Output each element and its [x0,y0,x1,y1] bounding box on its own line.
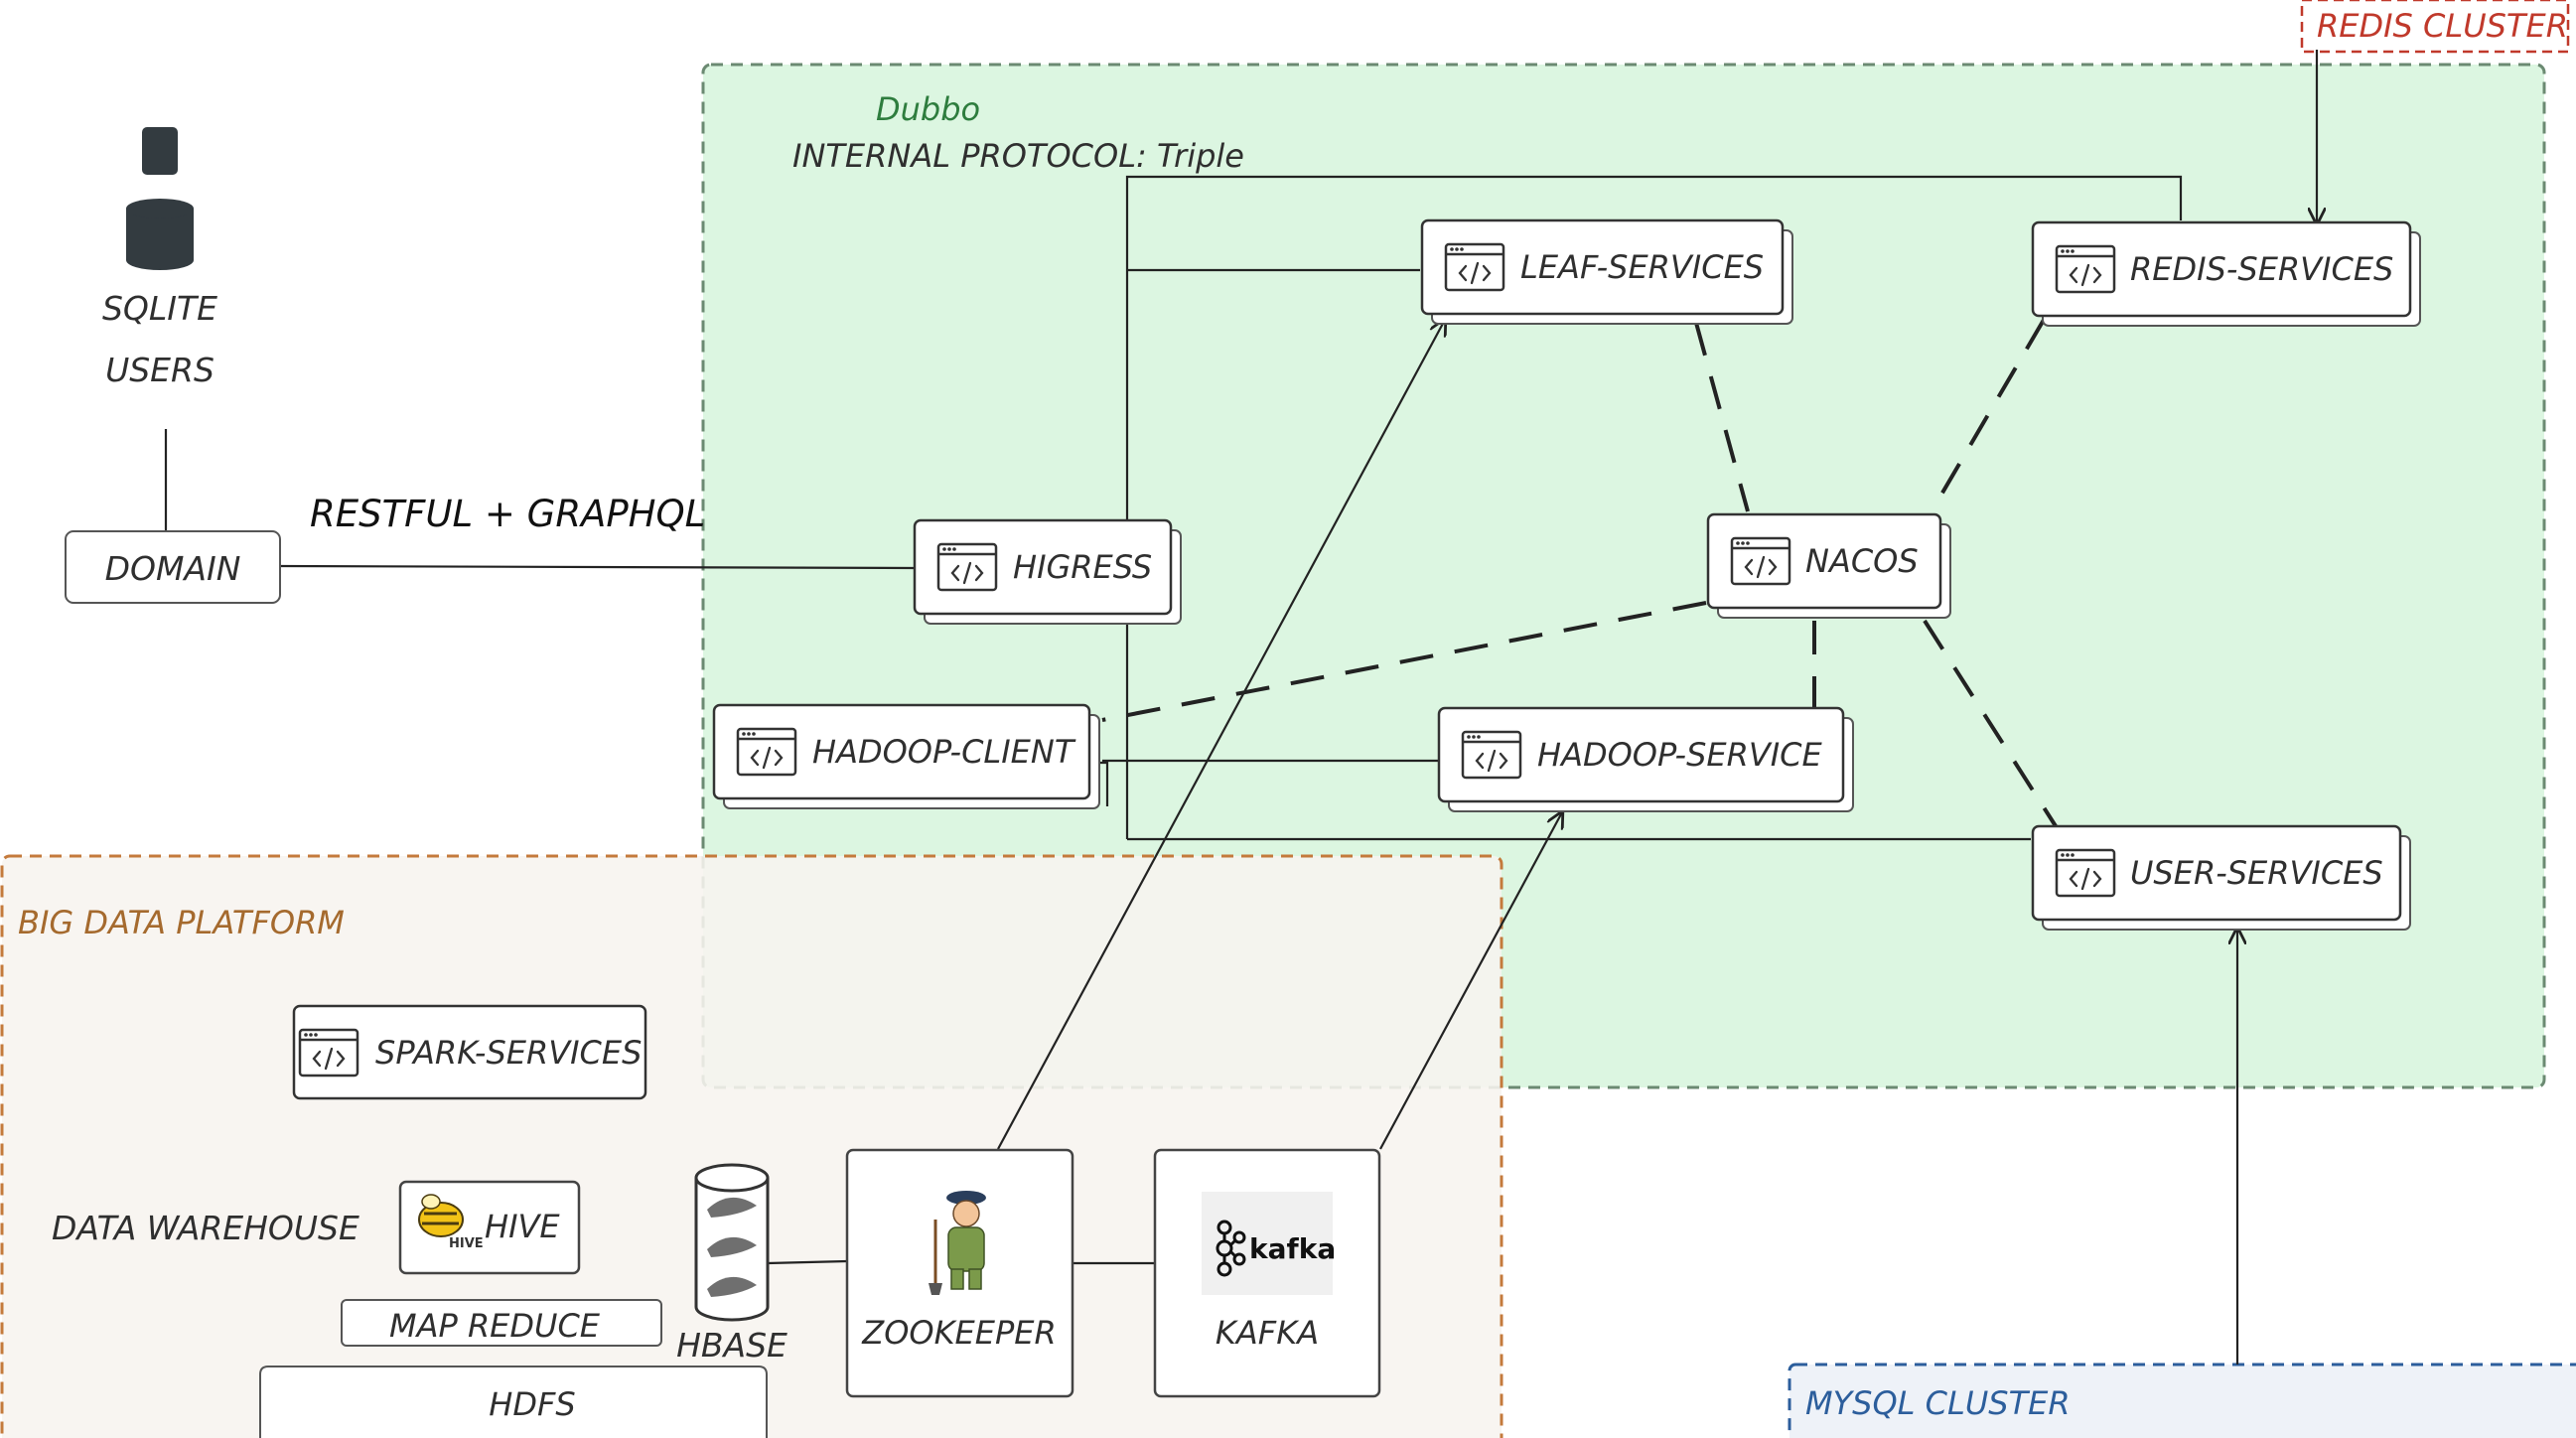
spark-services-node[interactable]: SPARK-SERVICES [292,1004,647,1100]
code-window-icon [2055,848,2116,898]
sqlite-database-icon [126,127,194,270]
zookeeper-node[interactable]: ZOOKEEPER [845,1148,1074,1398]
hdfs-node[interactable]: HDFS [259,1366,768,1438]
big-data-platform-title: BIG DATA PLATFORM [18,904,345,941]
hadoop-client-node[interactable]: HADOOP-CLIENT [712,703,1100,809]
nacos-node[interactable]: NACOS [1706,512,1951,619]
redis-cluster-region [2300,0,2570,54]
redis-cluster-title: REDIS CLUSTER [2317,7,2568,45]
dashed-connectors [1101,318,2060,831]
spark-services-label: SPARK-SERVICES [375,1034,642,1072]
solid-connectors [164,50,2317,1365]
users-label: USERS [105,351,215,389]
svg-text:kafka: kafka [1249,1232,1336,1265]
kafka-logo-icon: kafka [1202,1192,1336,1295]
dubbo-protocol-label: INTERNAL PROTOCOL: Triple [792,137,1244,175]
hdfs-label: HDFS [489,1385,575,1423]
code-window-icon [936,542,998,592]
mysql-cluster-region [1788,1363,2576,1438]
map-reduce-label: MAP REDUCE [389,1307,601,1345]
hbase-label: HBASE [676,1326,787,1365]
orca-icon [707,1197,757,1297]
code-window-icon [1444,242,1505,292]
hive-label: HIVE [485,1208,560,1245]
map-reduce-node[interactable]: MAP REDUCE [341,1299,662,1347]
code-window-icon [2055,244,2116,294]
restful-graphql-label: RESTFUL + GRAPHQL [310,493,705,535]
user-services-label: USER-SERVICES [2130,854,2383,892]
nacos-label: NACOS [1805,542,1919,580]
kafka-label: KAFKA [1216,1314,1319,1352]
domain-node[interactable]: DOMAIN [65,530,281,604]
code-window-icon [736,727,797,777]
kafka-node[interactable]: kafka KAFKA [1153,1148,1381,1398]
higress-label: HIGRESS [1013,548,1152,586]
hadoop-service-label: HADOOP-SERVICE [1537,736,1823,774]
code-window-icon [1461,730,1522,780]
hadoop-client-label: HADOOP-CLIENT [812,733,1076,771]
svg-text:HIVE: HIVE [449,1236,484,1251]
dubbo-title: Dubbo [876,90,980,128]
sqlite-label: SQLITE [102,289,217,328]
user-services-node[interactable]: USER-SERVICES [2031,824,2411,931]
redis-services-label: REDIS-SERVICES [2130,250,2393,288]
hadoop-service-node[interactable]: HADOOP-SERVICE [1437,706,1854,812]
big-data-platform-region [0,854,1503,1438]
code-window-icon [1730,536,1791,586]
zookeeper-label: ZOOKEEPER [861,1314,1056,1352]
data-warehouse-label: DATA WAREHOUSE [52,1209,359,1247]
code-window-icon [298,1028,359,1078]
redis-services-node[interactable]: REDIS-SERVICES [2031,220,2421,327]
leaf-services-label: LEAF-SERVICES [1520,248,1764,286]
hive-bee-icon: HIVE [418,1194,484,1251]
mysql-cluster-title: MYSQL CLUSTER [1805,1384,2071,1422]
hbase-node[interactable]: HBASE [676,1163,787,1365]
hive-node[interactable]: HIVE HIVE [398,1180,581,1275]
leaf-services-node[interactable]: LEAF-SERVICES [1420,218,1793,325]
higress-service-node[interactable]: HIGRESS [913,518,1182,625]
zookeeper-mascot-icon [929,1191,986,1295]
domain-label: DOMAIN [105,549,241,588]
